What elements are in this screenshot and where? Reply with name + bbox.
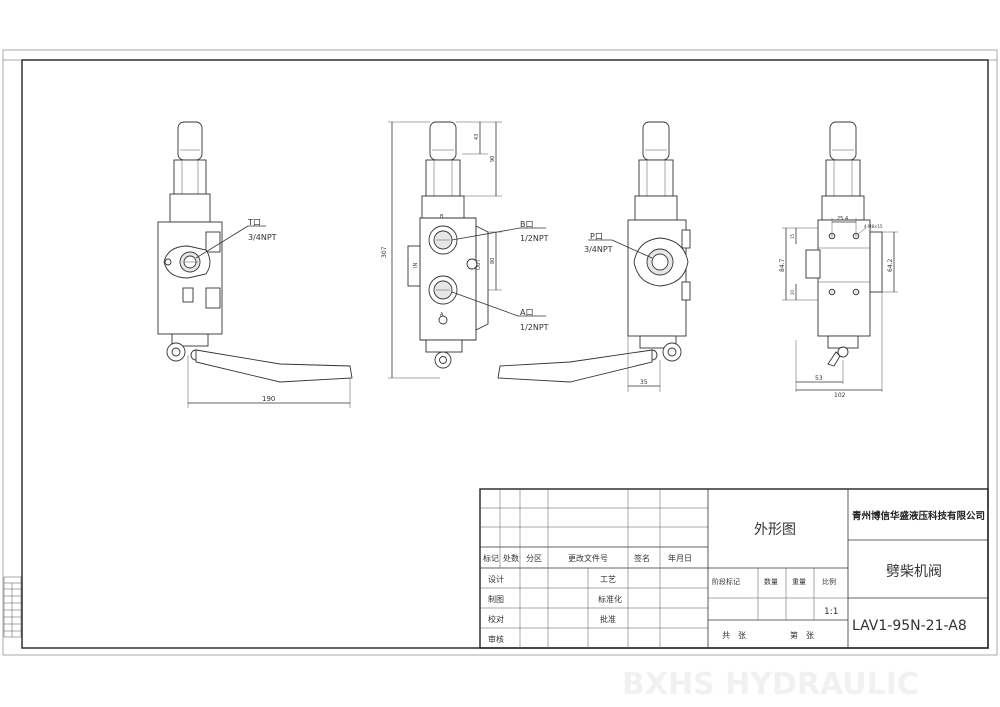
rev-header-zone: 分区 xyxy=(526,554,542,563)
view-rear: P口 3/4NPT 35 xyxy=(497,121,691,392)
p-port-label: P口 xyxy=(590,232,603,241)
dim-mid: 80 xyxy=(490,258,496,264)
view-front: IN OUT B A B口 1/2NPT A口 1/2NPT 307 43 90… xyxy=(381,121,549,379)
approval-check: 校对 xyxy=(488,614,504,624)
title-block: 标记 处数 分区 更改文件号 签名 年月日 设计 制图 校对 审核 工艺 标准化… xyxy=(479,488,989,649)
approval-design: 设计 xyxy=(488,574,504,584)
dim-top-small: 15 xyxy=(790,233,795,239)
a-mark: A xyxy=(440,312,444,318)
side-record-table xyxy=(3,576,22,638)
approval-process: 工艺 xyxy=(600,575,616,584)
dim-holes: 4-M8×15 xyxy=(864,224,883,229)
outer-border xyxy=(2,49,998,656)
stage-header-mark: 阶段标记 xyxy=(712,577,740,586)
a-port-label: A口 xyxy=(520,308,533,317)
drawing-type: 外形图 xyxy=(754,522,796,538)
stage-header-scale: 比例 xyxy=(822,577,836,586)
rev-header-mark: 标记 xyxy=(483,553,499,563)
p-port-size: 3/4NPT xyxy=(584,245,613,254)
rev-header-sign: 签名 xyxy=(634,553,650,563)
sheet-number: 第 张 xyxy=(790,630,814,640)
watermark: BXHS HYDRAULIC xyxy=(622,667,919,702)
dim-width-25-4: 25.4 xyxy=(837,216,848,222)
model-number: LAV1-95N-21-A8 xyxy=(852,618,967,634)
b-mark: B xyxy=(440,214,444,220)
dim-offset-35: 35 xyxy=(640,379,648,386)
rev-header-date: 年月日 xyxy=(668,553,692,563)
dim-handle-length: 190 xyxy=(262,395,275,403)
view-left: T口 3/4NPT 190 xyxy=(157,121,353,408)
approval-draw: 制图 xyxy=(488,594,504,604)
dim-upper-2: 90 xyxy=(490,156,496,162)
b-port-size: 1/2NPT xyxy=(520,234,549,243)
dim-upper-1: 43 xyxy=(474,134,480,140)
sheets-total: 共 张 xyxy=(722,631,746,640)
rev-header-count: 处数 xyxy=(503,553,519,563)
dim-base-53: 53 xyxy=(815,375,823,382)
dim-left-height: 84.7 xyxy=(779,258,786,272)
in-port-mark: IN xyxy=(413,263,419,268)
dim-total-height: 307 xyxy=(381,246,388,258)
t-port-label: T口 xyxy=(247,218,261,227)
approval-standard: 标准化 xyxy=(598,594,622,604)
b-port-label: B口 xyxy=(520,220,534,229)
dim-bottom-small: 20 xyxy=(790,289,795,295)
t-port-size: 3/4NPT xyxy=(248,233,277,242)
rev-header-doc: 更改文件号 xyxy=(568,553,608,563)
company-name: 青州博信华盛液压科技有限公司 xyxy=(852,510,985,522)
stage-header-qty: 数量 xyxy=(764,577,778,586)
view-side: 25.4 4-M8×15 84.7 15 20 64.2 53 102 xyxy=(779,121,898,399)
scale-value: 1:1 xyxy=(824,607,838,617)
stage-header-weight: 重量 xyxy=(792,578,806,586)
approval-review: 审核 xyxy=(488,634,504,644)
approval-approve: 批准 xyxy=(600,614,616,624)
product-name: 劈柴机阀 xyxy=(886,563,942,580)
a-port-size: 1/2NPT xyxy=(520,323,549,332)
dim-base-102: 102 xyxy=(834,392,846,399)
out-port-mark: OUT xyxy=(476,258,482,270)
dim-right-height: 64.2 xyxy=(887,258,894,272)
